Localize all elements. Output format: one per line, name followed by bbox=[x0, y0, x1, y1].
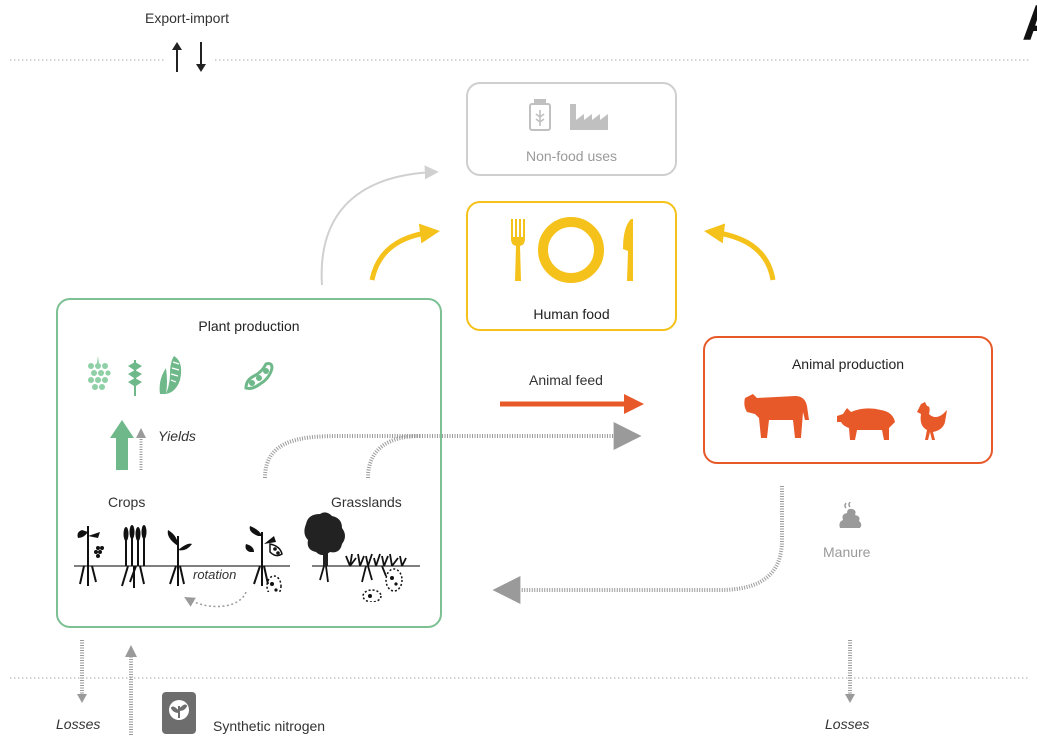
corner-glyph: A bbox=[1022, 0, 1037, 52]
arrow-plant-to-nonfood bbox=[320, 165, 439, 286]
animal-feed-label: Animal feed bbox=[529, 372, 603, 388]
arrow-plant-to-food bbox=[369, 223, 440, 281]
arrow-manure-return bbox=[492, 486, 784, 604]
non-food-uses-box: Non-food uses bbox=[466, 82, 677, 176]
losses-right-label: Losses bbox=[825, 716, 870, 732]
chicken-icon bbox=[917, 402, 947, 440]
human-food-label: Human food bbox=[533, 306, 610, 322]
manure-label: Manure bbox=[823, 544, 871, 560]
animal-production-box: Animal production bbox=[703, 336, 993, 464]
crops-label: Crops bbox=[108, 494, 146, 510]
plate-icon bbox=[538, 217, 604, 283]
knife-icon bbox=[623, 219, 633, 281]
cow-icon bbox=[744, 394, 809, 438]
pea-pod-icon bbox=[244, 362, 274, 390]
rotation-label: rotation bbox=[193, 567, 237, 582]
pig-icon bbox=[837, 408, 895, 440]
manure-icon bbox=[839, 502, 862, 528]
grasslands-label: Grasslands bbox=[331, 494, 402, 510]
grape-icon bbox=[88, 356, 111, 390]
yields-arrows bbox=[110, 420, 146, 470]
factory-icon bbox=[570, 104, 608, 130]
export-import-label: Export-import bbox=[145, 10, 230, 26]
animal-production-title: Animal production bbox=[791, 356, 905, 372]
arrow-animal-to-food bbox=[704, 223, 776, 281]
plant-production-box: Plant production bbox=[56, 298, 442, 628]
crop-plants-icon bbox=[77, 525, 283, 592]
synthetic-nitrogen-label: Synthetic nitrogen bbox=[213, 718, 326, 734]
tree-icon bbox=[304, 512, 407, 602]
arrow-grass-feed bbox=[366, 434, 421, 479]
losses-left-label: Losses bbox=[56, 716, 101, 732]
fertilizer-bag-icon bbox=[162, 692, 196, 734]
yields-label: Yields bbox=[158, 428, 196, 444]
non-food-uses-label: Non-food uses bbox=[525, 148, 618, 164]
arrow-rotation bbox=[184, 591, 247, 608]
corn-icon bbox=[159, 356, 182, 394]
bottle-icon bbox=[529, 99, 551, 131]
fork-icon bbox=[511, 219, 525, 281]
human-food-box: Human food bbox=[466, 201, 677, 331]
plant-production-title: Plant production bbox=[198, 318, 300, 334]
wheat-icon bbox=[128, 360, 142, 396]
export-import-arrows bbox=[172, 42, 206, 72]
